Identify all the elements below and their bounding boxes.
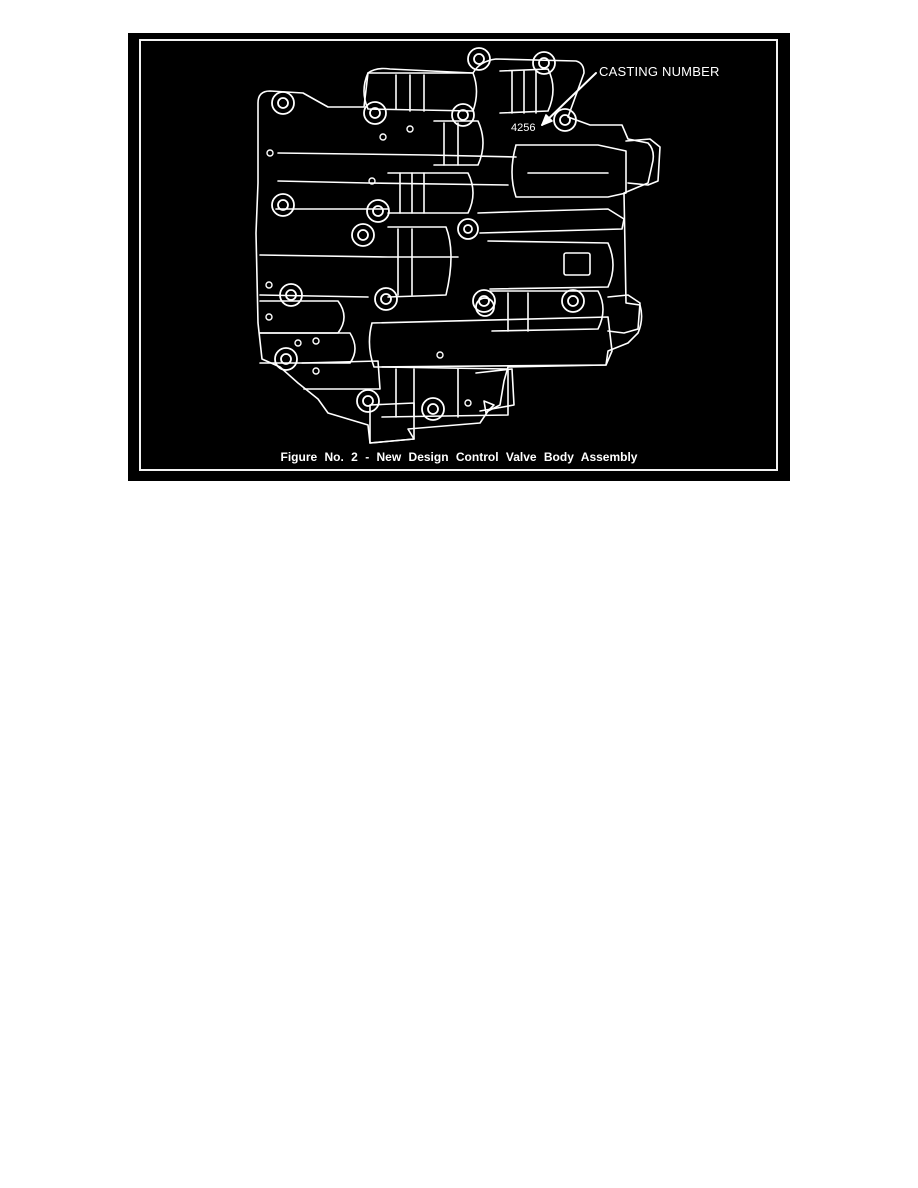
callout-arrowhead (541, 114, 553, 126)
right-valve-bore-1 (477, 208, 625, 234)
figure-panel: CASTING NUMBER 4256 Figure No. 2 - New D… (128, 33, 790, 481)
right-valve-bore-3 (489, 290, 604, 332)
passage-line-5 (259, 294, 369, 298)
lower-spool (381, 366, 509, 418)
valve-body-illustration (255, 47, 661, 444)
passage-line-4 (259, 254, 459, 258)
center-long-valve (368, 316, 613, 368)
lower-left-valve-2 (259, 332, 356, 364)
callout-arrow (541, 72, 597, 126)
passage-line-2 (277, 180, 509, 186)
figure-caption: Figure No. 2 - New Design Control Valve … (280, 450, 638, 464)
bolt-heads (271, 47, 585, 421)
figure-border (139, 39, 778, 471)
right-bolt-lower (607, 294, 641, 334)
lower-right-end (475, 368, 515, 412)
top-valve-bore-3 (433, 120, 484, 166)
lower-left-valve-3 (301, 360, 381, 390)
top-valve-bore-1 (363, 72, 478, 112)
right-valve-bore-2 (487, 240, 614, 290)
lower-tab (369, 402, 415, 444)
callout-label: CASTING NUMBER (599, 64, 720, 79)
casting-number-text: 4256 (511, 122, 536, 134)
passage-line-1 (277, 152, 517, 158)
mid-valve-bore-2 (387, 226, 452, 298)
mid-valve-bore-1 (387, 172, 474, 214)
valve-body-outline (255, 58, 655, 444)
top-valve-bore-2 (499, 68, 554, 114)
triangle-marker (483, 400, 495, 414)
small-holes (265, 125, 472, 407)
right-bolt-upper (625, 138, 661, 186)
square-plug (563, 252, 591, 276)
right-housing (511, 144, 627, 198)
